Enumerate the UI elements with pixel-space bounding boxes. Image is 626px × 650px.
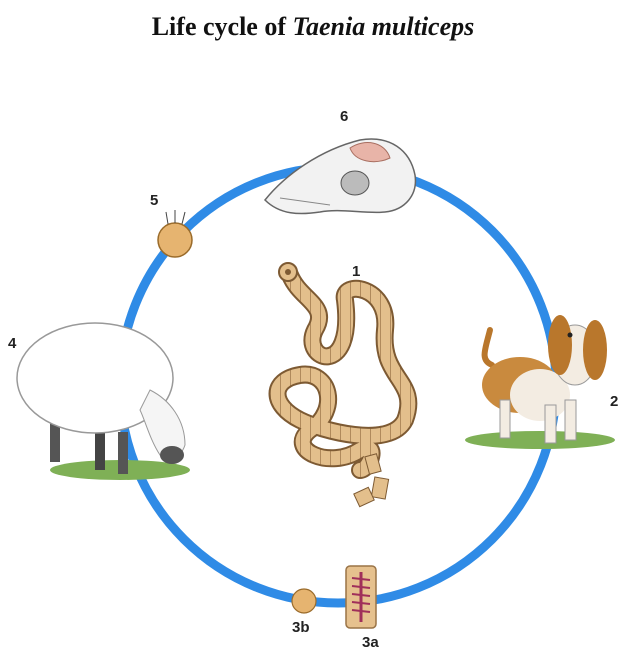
egg xyxy=(292,589,316,613)
stage-label-4: 4 xyxy=(8,335,17,352)
dog xyxy=(465,315,615,449)
oncosphere xyxy=(158,210,192,257)
stage-label-1: 1 xyxy=(352,263,360,280)
sheep xyxy=(17,323,190,480)
stage-label-3b: 3b xyxy=(292,619,310,636)
stage-label-2: 2 xyxy=(610,393,618,410)
stage-label-6: 6 xyxy=(340,108,348,125)
stage-label-3a: 3a xyxy=(362,634,379,650)
gravid-proglottid xyxy=(346,566,376,628)
adult-tapeworm xyxy=(278,263,409,507)
stage-label-5: 5 xyxy=(150,192,158,209)
sheep-skull xyxy=(265,139,415,214)
